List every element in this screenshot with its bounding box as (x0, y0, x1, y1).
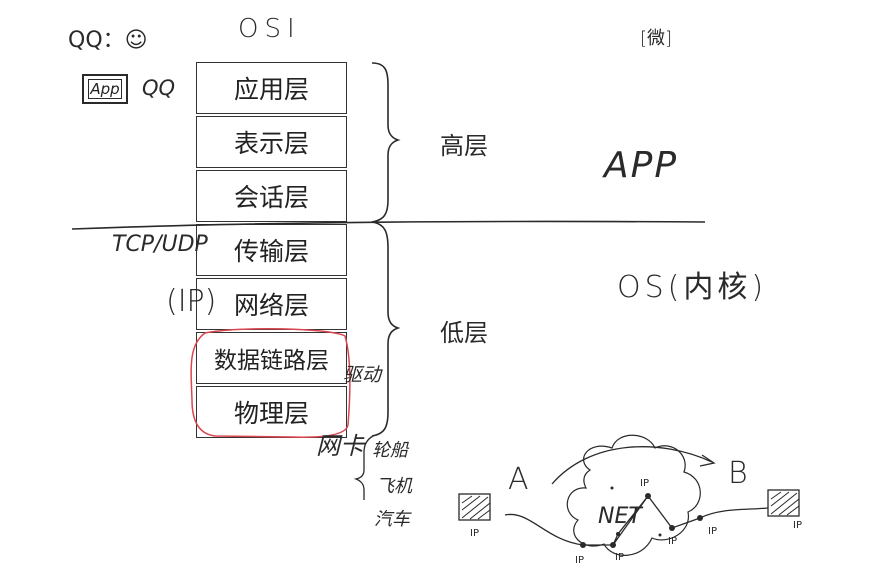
app-box-label: App (90, 80, 120, 98)
cloud-dot (610, 486, 614, 490)
router-node (580, 542, 586, 548)
host-b-label: B (728, 456, 748, 491)
hardware-highlight (190, 327, 351, 438)
media-ship: 轮船 (372, 440, 408, 461)
a-to-b-arrow (551, 446, 713, 485)
layer-presentation: 表示层 (196, 116, 347, 168)
link-b (699, 507, 769, 519)
router-node (645, 493, 651, 499)
layer-transport: 传输层 (196, 224, 347, 276)
qq-label: QQ：☺ (68, 28, 148, 53)
link-a (504, 513, 584, 546)
layer-network: 网络层 (196, 278, 347, 330)
media-plane: 飞机 (376, 476, 412, 497)
tcp-udp-annotation: TCP/UDP (112, 232, 208, 257)
layer-application: 应用层 (196, 62, 347, 114)
host-a-label: A (508, 462, 529, 497)
layer-data-link: 数据链路层 (196, 332, 347, 384)
cloud-dot (658, 533, 662, 537)
net-cloud (566, 434, 701, 556)
upper-layers-label: 高层 (440, 132, 488, 160)
app-box-inner: App (88, 79, 122, 99)
ip-label-host-a: IP (470, 528, 479, 539)
network-card-annotation: 网卡 (316, 432, 364, 460)
router-node (697, 515, 703, 521)
app-annotation: APP (604, 145, 679, 186)
ip-label-router: IP (668, 536, 677, 547)
net-cloud-label: NET (598, 504, 642, 529)
arrow-head (699, 454, 716, 467)
driver-annotation: 驱动 (343, 364, 382, 386)
ip-label-host-b: IP (793, 520, 802, 531)
media-brace (353, 435, 374, 500)
layer-physical: 物理层 (196, 386, 347, 438)
media-car: 汽车 (374, 509, 410, 530)
divider-line (71, 220, 706, 230)
host-b-box (767, 489, 800, 517)
router-node (669, 525, 675, 531)
host-a-box (458, 493, 491, 521)
ip-annotation: (IP) (166, 284, 217, 319)
router-node (610, 542, 616, 548)
lower-brace (371, 221, 401, 437)
top-right-note: [微] (640, 28, 673, 49)
ip-label-router: IP (575, 555, 584, 566)
os-annotation: OS(内核) (617, 270, 768, 305)
app-box: App (82, 74, 128, 104)
ip-label-router: IP (640, 478, 649, 489)
ip-label-router: IP (615, 552, 624, 563)
layer-session: 会话层 (196, 170, 347, 222)
upper-brace (371, 62, 401, 223)
router-node (616, 532, 620, 536)
osi-title: OSI (238, 14, 301, 44)
lower-layers-label: 低层 (440, 319, 488, 347)
ip-label-router: IP (708, 526, 717, 537)
qq-side-label: QQ (142, 76, 176, 100)
